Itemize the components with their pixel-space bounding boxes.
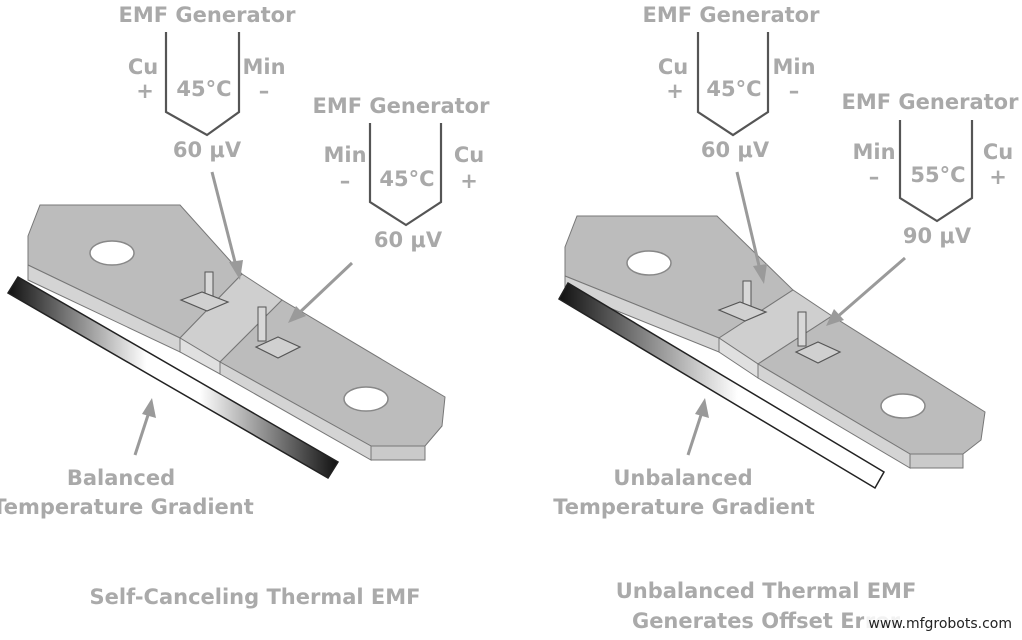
right-metal-label: Cu — [983, 140, 1013, 164]
left-metal-label: Min — [323, 143, 366, 167]
caption-line2: Generates Offset Error — [632, 609, 901, 633]
generator-title: EMF Generator — [119, 3, 297, 27]
left-sign: + — [666, 79, 684, 103]
generator-title: EMF Generator — [842, 90, 1020, 114]
emf-generator-2: EMF Generator Min – 55°C Cu + 90 μV — [842, 90, 1020, 248]
caption-line1: Unbalanced Thermal EMF — [616, 579, 917, 603]
left-sign: – — [869, 165, 880, 189]
gradient-label-line2: Temperature Gradient — [0, 495, 254, 519]
right-panel: EMF Generator Cu + 45°C Min – 60 μV EMF … — [553, 3, 1019, 633]
right-sign: + — [989, 165, 1007, 189]
generator-bracket — [368, 123, 443, 227]
gradient-label-line1: Balanced — [67, 466, 175, 490]
temperature-gradient-bar — [557, 281, 886, 490]
temperature-label: 55°C — [910, 163, 965, 187]
junction-arrows — [735, 171, 906, 326]
generator-bracket — [164, 32, 241, 137]
voltage-label: 60 μV — [173, 138, 242, 162]
gradient-label-line2: Temperature Gradient — [553, 495, 815, 519]
caption: Self-Canceling Thermal EMF — [90, 585, 421, 609]
mounting-hole — [626, 250, 672, 276]
mounting-hole — [880, 393, 926, 419]
generator-title: EMF Generator — [313, 94, 491, 118]
emf-generator-1: EMF Generator Cu + 45°C Min – 60 μV — [119, 3, 297, 162]
temperature-label: 45°C — [706, 77, 761, 101]
gradient-arrow — [133, 398, 156, 456]
right-metal-label: Min — [242, 55, 285, 79]
left-metal-label: Cu — [658, 55, 688, 79]
right-metal-label: Cu — [454, 143, 484, 167]
gradient-label-line1: Unbalanced — [613, 466, 752, 490]
right-metal-label: Min — [772, 55, 815, 79]
shunt-resistor — [564, 215, 986, 469]
left-metal-label: Cu — [128, 55, 158, 79]
junction-arrows — [210, 171, 354, 323]
left-sign: – — [340, 169, 351, 193]
right-sign: – — [259, 79, 270, 103]
voltage-label: 90 μV — [903, 224, 972, 248]
temperature-label: 45°C — [176, 77, 231, 101]
temperature-gradient-bar — [6, 275, 340, 480]
generator-bracket — [898, 120, 974, 223]
gradient-arrow — [686, 398, 709, 456]
emf-generator-2: EMF Generator Min – 45°C Cu + 60 μV — [313, 94, 491, 252]
emf-generator-1: EMF Generator Cu + 45°C Min – 60 μV — [643, 3, 821, 162]
voltage-label: 60 μV — [701, 138, 770, 162]
watermark: www.mfgrobots.com — [864, 616, 1016, 632]
temperature-label: 45°C — [379, 167, 434, 191]
left-metal-label: Min — [852, 140, 895, 164]
right-sign: – — [789, 79, 800, 103]
generator-bracket — [696, 32, 770, 137]
generator-title: EMF Generator — [643, 3, 821, 27]
mounting-hole — [89, 240, 135, 266]
left-sign: + — [136, 79, 154, 103]
left-panel: EMF Generator Cu + 45°C Min – 60 μV EMF … — [0, 3, 490, 609]
mounting-hole — [343, 386, 389, 412]
right-sign: + — [460, 169, 478, 193]
voltage-label: 60 μV — [374, 228, 443, 252]
shunt-resistor — [27, 204, 446, 461]
